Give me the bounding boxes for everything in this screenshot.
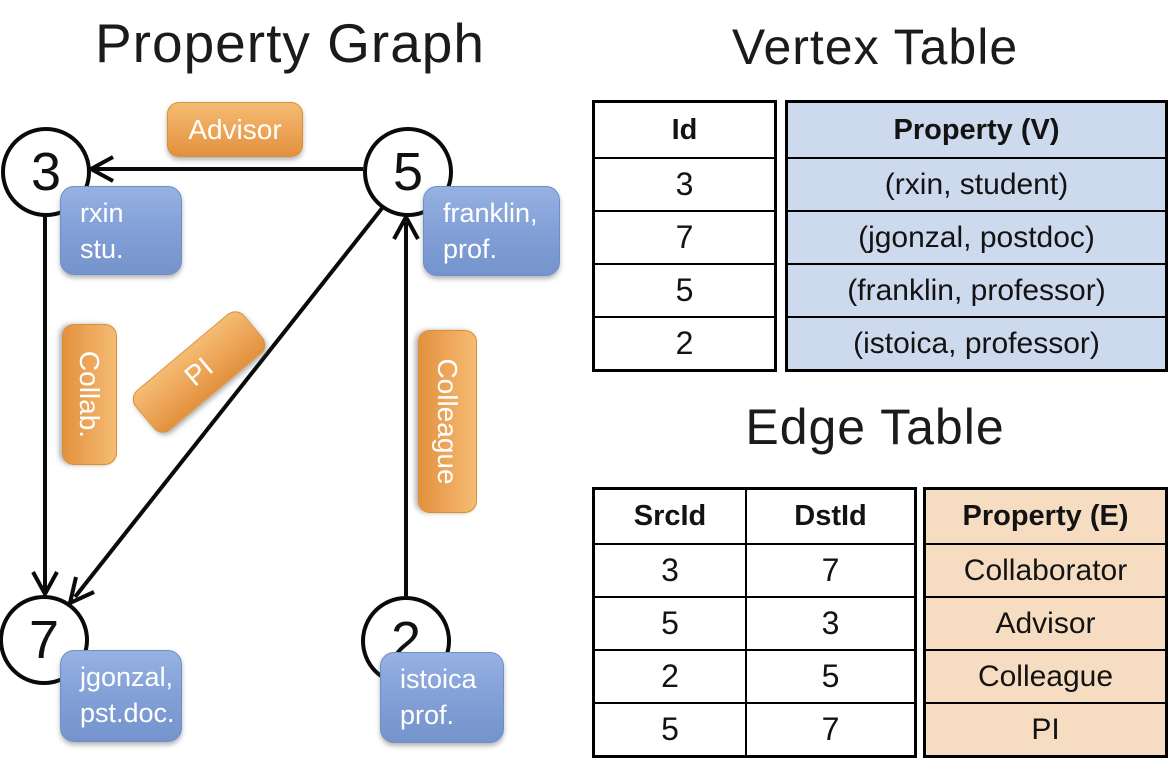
vertex-property-box-jgonzal: jgonzal, pst.doc. <box>60 650 182 742</box>
edge-src-cell: 3 <box>595 543 745 596</box>
edge-table-header-srcid: SrcId <box>633 500 707 532</box>
edge-label-collab: Collab. <box>62 324 117 465</box>
graph-edges <box>31 155 420 607</box>
vertex-property-line2: prof. <box>400 699 455 730</box>
vertex-property-cell: (franklin, professor) <box>788 263 1165 316</box>
edge-dst-cell: 7 <box>745 702 914 755</box>
edge-src-cell: 2 <box>595 649 745 702</box>
vertex-table-header-id: Id <box>671 113 698 146</box>
vertex-id-cell: 3 <box>595 157 774 210</box>
vertex-property-cell: (istoica, professor) <box>788 316 1165 369</box>
edge-table-header-property: Property (E) <box>962 500 1129 532</box>
property-graph-title: Property Graph <box>94 12 485 74</box>
vertex-property-line2: prof. <box>443 233 498 264</box>
vertex-table-property-column: Property (V) (rxin, student) (jgonzal, p… <box>785 100 1168 372</box>
vertex-property-cell: (rxin, student) <box>788 157 1165 210</box>
edge-dst-cell: 5 <box>745 649 914 702</box>
vertex-property-box-istoica: istoica prof. <box>380 652 504 743</box>
vertex-property-line1: jgonzal, <box>80 662 174 692</box>
vertex-id-cell: 5 <box>595 263 774 316</box>
vertex-table-id-column: Id 3 7 5 2 <box>592 100 777 372</box>
vertex-property-line1: istoica <box>400 664 477 694</box>
edge-property-cell: Collaborator <box>926 543 1165 596</box>
vertex-property-box-rxin: rxin stu. <box>60 186 182 275</box>
vertex-table-title: Vertex Table <box>731 19 1019 75</box>
vertex-property-cell: (jgonzal, postdoc) <box>788 210 1165 263</box>
vertex-table: Id 3 7 5 2 Property (V) (rxin, student) … <box>592 100 1168 372</box>
edge-dst-cell: 7 <box>745 543 914 596</box>
edge-property-cell: PI <box>926 702 1165 755</box>
vertex-property-line2: pst.doc. <box>80 697 175 728</box>
vertex-property-line2: stu. <box>80 233 124 264</box>
edge-advisor-arrow <box>86 155 363 183</box>
edge-label-advisor: Advisor <box>167 102 303 157</box>
edge-src-cell: 5 <box>595 702 745 755</box>
edge-label-colleague: Colleague <box>418 330 477 513</box>
vertex-property-box-franklin: franklin, prof. <box>423 186 560 276</box>
vertex-table-header-property: Property (V) <box>893 113 1060 146</box>
node-id: 7 <box>28 610 60 670</box>
edge-table-title: Edge Table <box>745 399 1005 455</box>
edge-dst-cell: 3 <box>745 596 914 649</box>
edge-property-cell: Advisor <box>926 596 1165 649</box>
edge-table-header-dstid: DstId <box>745 490 914 543</box>
edge-property-cell: Colleague <box>926 649 1165 702</box>
edge-colleague-arrow <box>392 212 420 596</box>
vertex-id-cell: 2 <box>595 316 774 369</box>
edge-table-property-column: Property (E) Collaborator Advisor Collea… <box>923 487 1168 758</box>
node-id: 5 <box>392 142 424 202</box>
edge-table: SrcId DstId 3 7 5 3 2 5 5 7 Property (E)… <box>592 487 1168 758</box>
node-id: 3 <box>30 142 62 202</box>
vertex-id-cell: 7 <box>595 210 774 263</box>
edge-table-id-columns: SrcId DstId 3 7 5 3 2 5 5 7 <box>592 487 917 758</box>
vertex-property-line1: franklin, <box>443 198 538 228</box>
edge-src-cell: 5 <box>595 596 745 649</box>
vertex-property-line1: rxin <box>80 198 124 228</box>
edge-collab-arrow <box>31 216 59 599</box>
